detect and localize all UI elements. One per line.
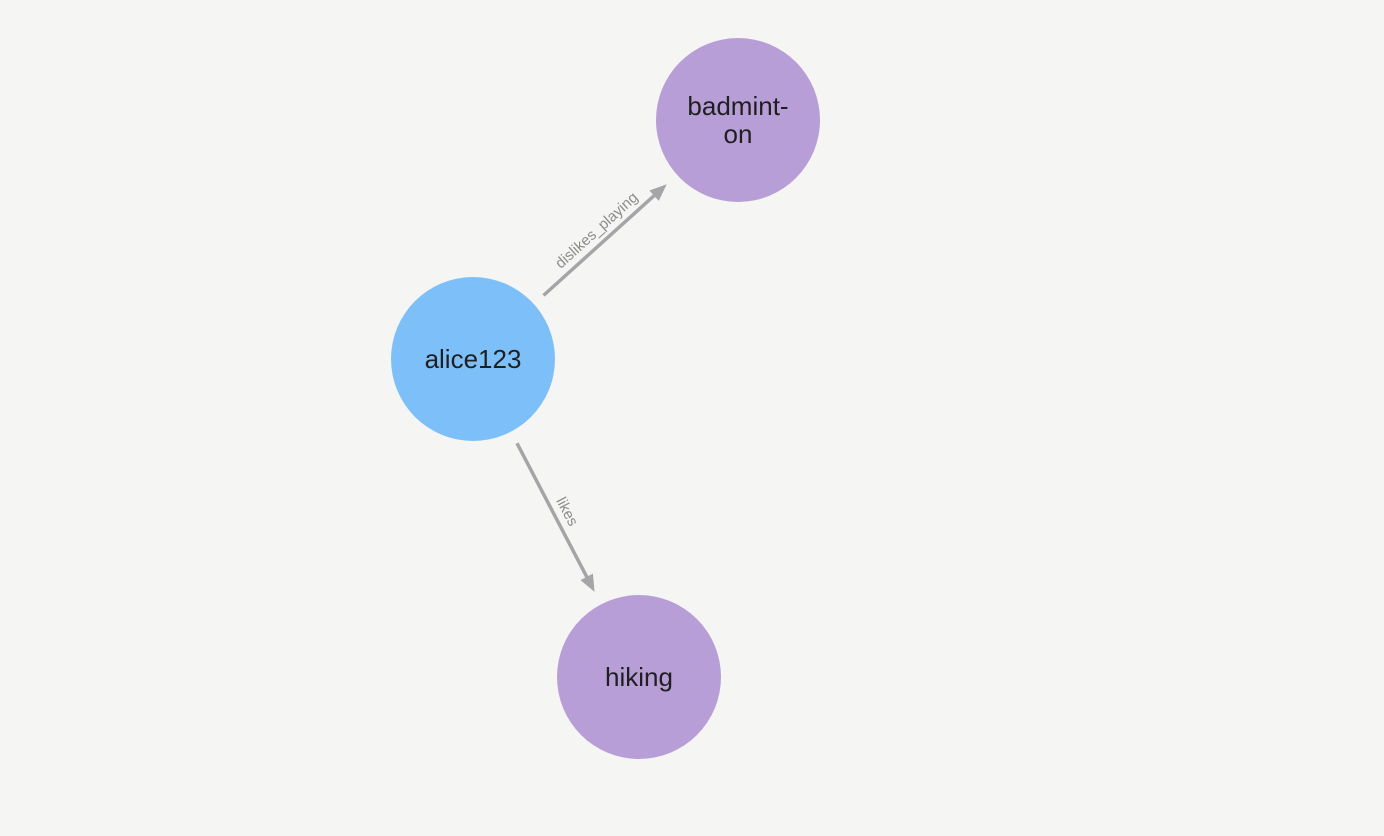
edge-label: likes [552,495,581,529]
graph-node-badminton[interactable]: badmint-on [656,38,820,202]
edge-label: dislikes_playing [552,189,641,272]
graph-node-hiking[interactable]: hiking [557,595,721,759]
node-label: hiking [605,662,673,692]
edge-line[interactable] [515,442,590,580]
edge-likes[interactable]: likes [515,442,595,592]
node-circle[interactable] [391,277,555,441]
edge-line[interactable] [542,193,657,297]
node-circle[interactable] [557,595,721,759]
edge-arrowhead-icon [580,573,595,592]
node-circle[interactable] [656,38,820,202]
node-label: alice123 [425,344,522,374]
node-label: badmint-on [687,91,788,149]
edge-arrowhead-icon [649,184,667,201]
edge-dislikes_playing[interactable]: dislikes_playing [542,184,667,297]
graph-node-alice123[interactable]: alice123 [391,277,555,441]
